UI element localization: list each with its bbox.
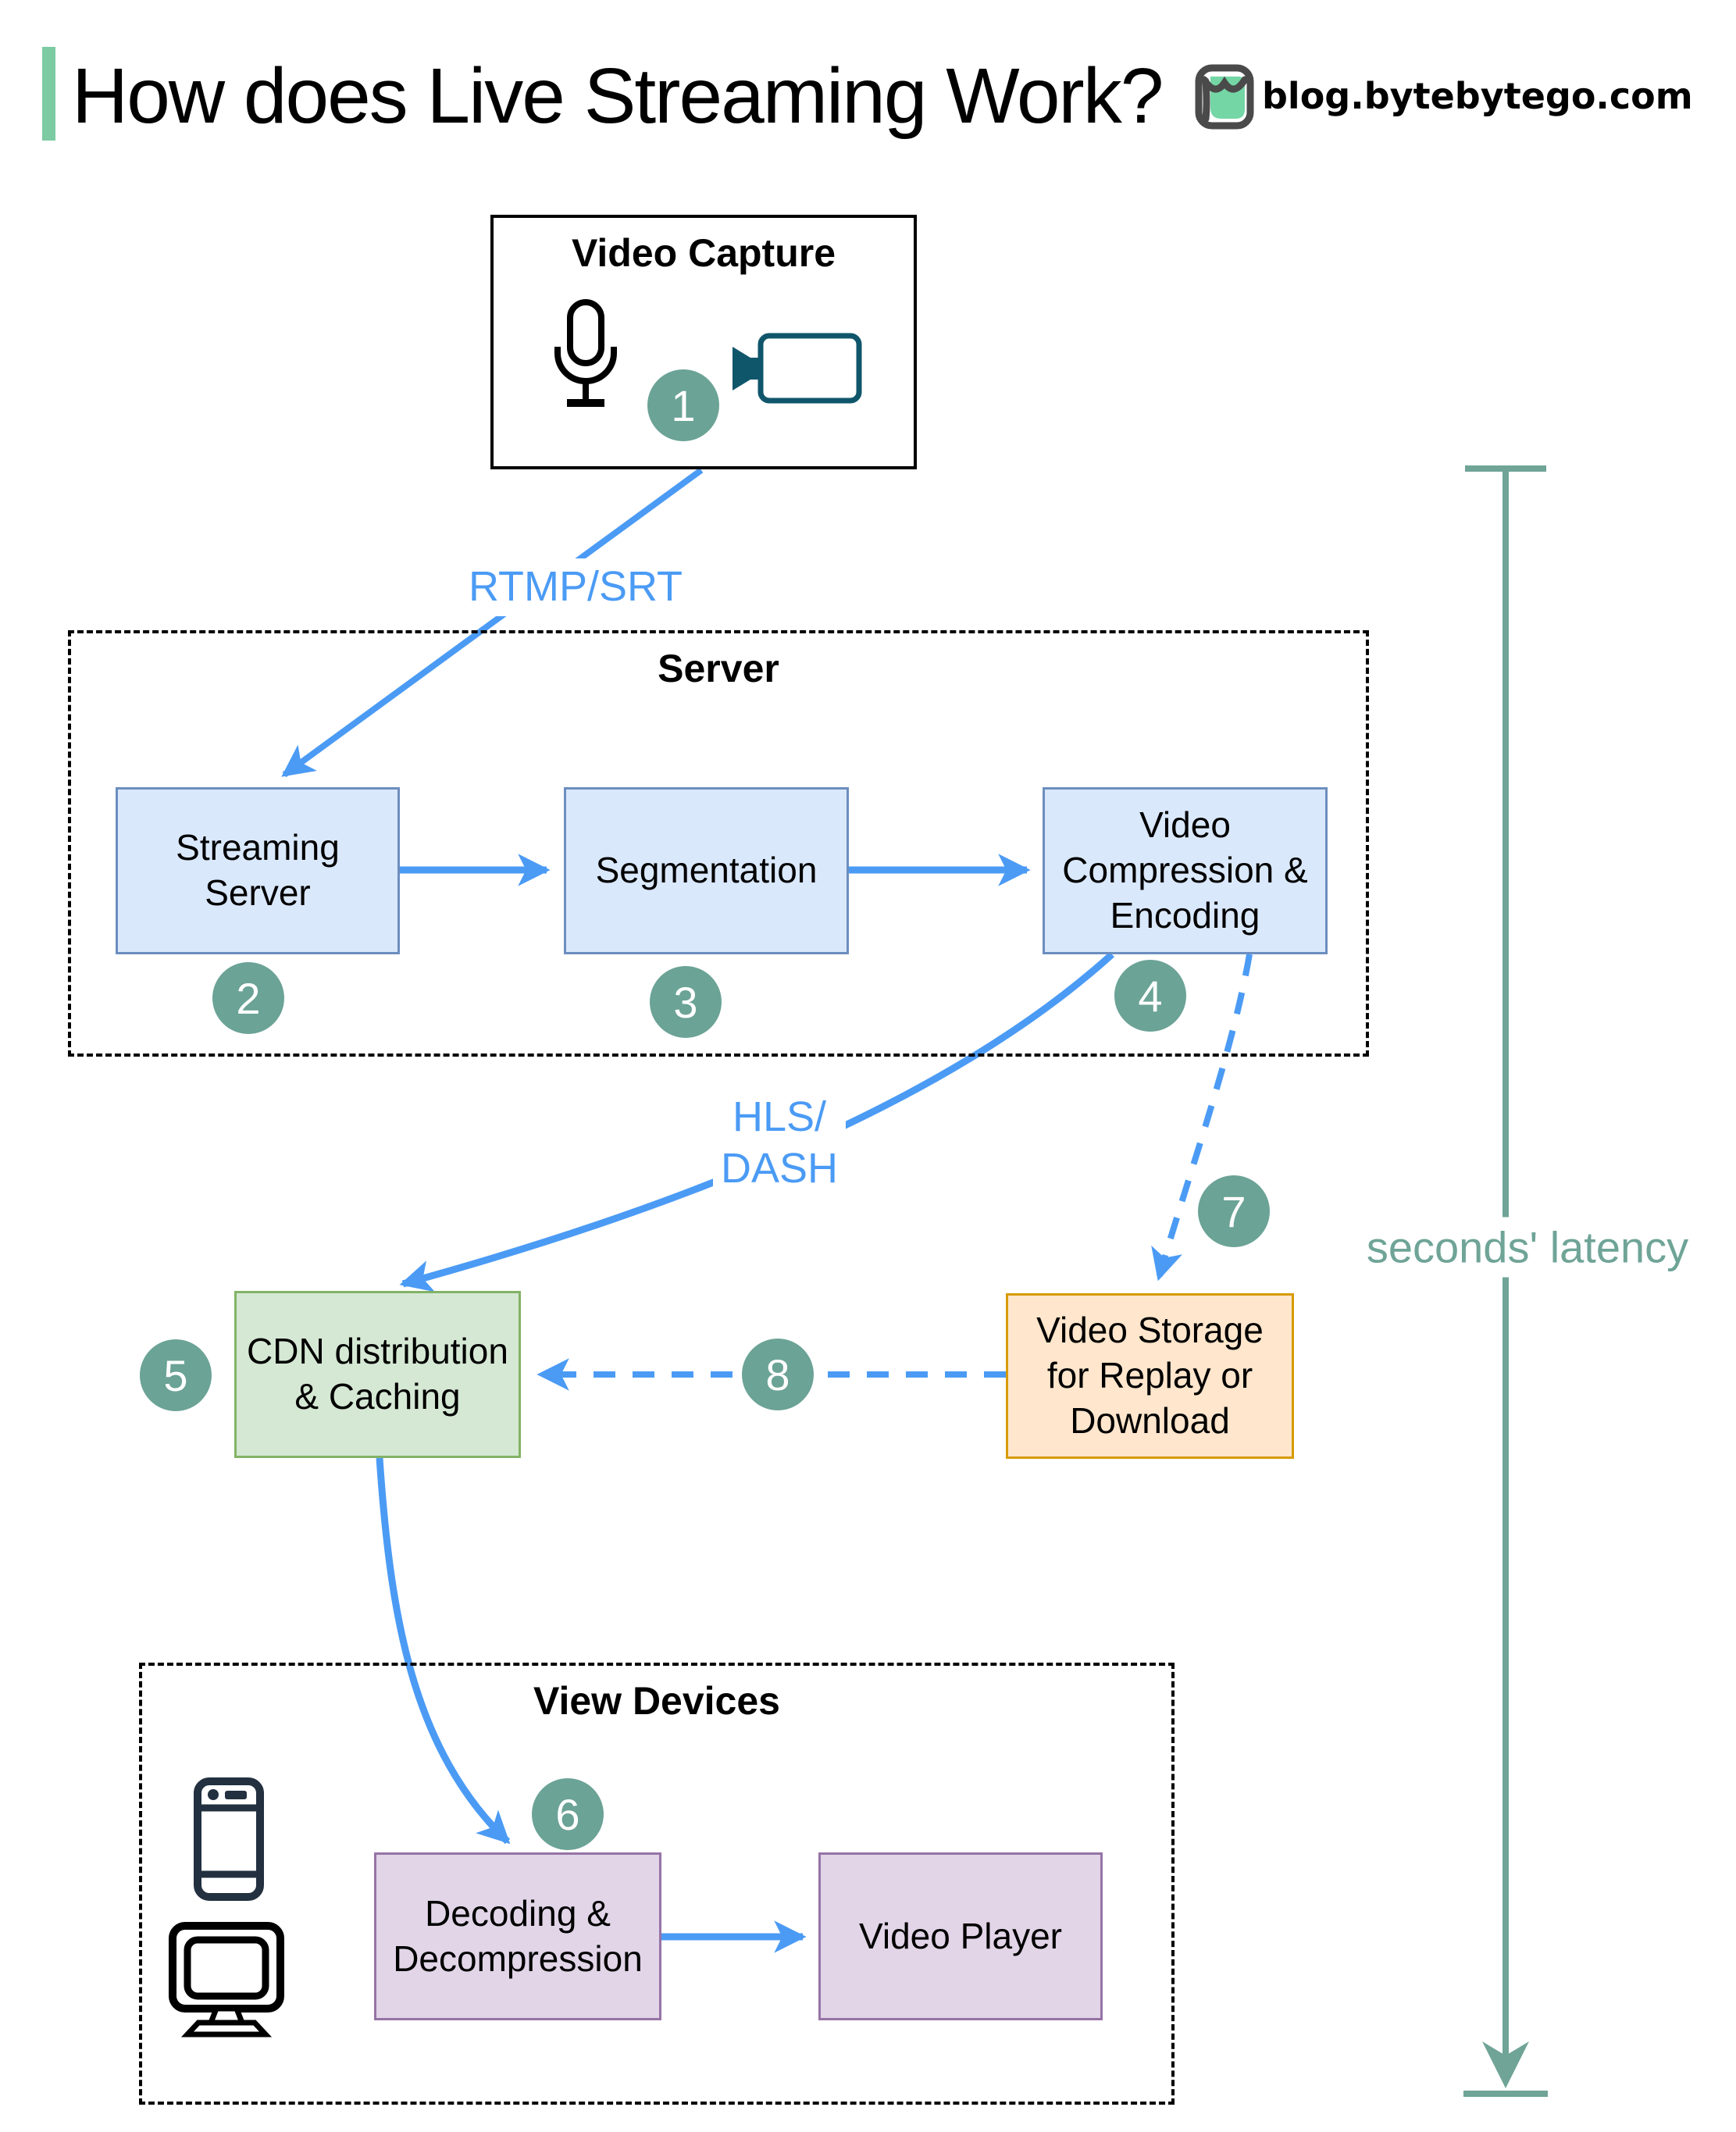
video-storage-line2: for Replay or bbox=[1046, 1355, 1253, 1396]
video-player-label: Video Player bbox=[859, 1915, 1062, 1956]
video-compression-node: Video Compression & Encoding bbox=[1043, 787, 1328, 954]
video-compression-line2: Compression & bbox=[1062, 850, 1308, 891]
latency-arrowhead bbox=[1482, 2041, 1529, 2088]
video-capture-title: Video Capture bbox=[571, 231, 836, 275]
decoding-line2: Decompression bbox=[393, 1938, 643, 1979]
video-storage-line3: Download bbox=[1070, 1399, 1230, 1441]
video-player-node: Video Player bbox=[818, 1852, 1103, 2020]
server-group-title: Server bbox=[658, 647, 779, 690]
segmentation-label: Segmentation bbox=[595, 850, 818, 891]
step-badge-4: 4 bbox=[1114, 960, 1186, 1032]
edge-cdn-to-decoding bbox=[376, 1457, 511, 1845]
edge-rtmp-srt bbox=[281, 467, 704, 778]
cdn-line1: CDN distribution bbox=[247, 1331, 508, 1372]
step-badge-6: 6 bbox=[532, 1778, 604, 1850]
server-group-box: Server bbox=[68, 630, 1369, 1057]
streaming-server-line2: Server bbox=[205, 872, 311, 913]
video-storage-line1: Video Storage bbox=[1036, 1310, 1264, 1351]
step-badge-1: 1 bbox=[647, 369, 719, 441]
video-storage-node: Video Storage for Replay or Download bbox=[1006, 1293, 1294, 1459]
step-badge-8: 8 bbox=[742, 1339, 814, 1410]
edge-compression-to-storage bbox=[1151, 954, 1253, 1282]
cdn-node: CDN distribution & Caching bbox=[234, 1291, 521, 1458]
decoding-line1: Decoding & bbox=[425, 1892, 611, 1934]
hls-dash-line1: HLS/ bbox=[732, 1093, 827, 1141]
hls-dash-label: HLS/ DASH bbox=[712, 1089, 847, 1198]
video-camera-icon bbox=[733, 333, 862, 404]
microphone-icon bbox=[554, 299, 617, 407]
view-devices-group-box: View Devices bbox=[139, 1663, 1175, 2105]
site-url: blog.bytebytego.com bbox=[1262, 75, 1693, 117]
step-badge-2: 2 bbox=[212, 962, 284, 1034]
video-compression-line3: Encoding bbox=[1110, 894, 1260, 936]
latency-label: seconds' latency bbox=[1355, 1217, 1700, 1278]
bytebytego-logo-icon bbox=[1195, 64, 1254, 130]
video-compression-line1: Video bbox=[1139, 804, 1231, 846]
page-title: How does Live Streaming Work? bbox=[72, 52, 1164, 140]
step-badge-5: 5 bbox=[140, 1339, 212, 1411]
rtmp-srt-label: RTMP/SRT bbox=[460, 558, 691, 616]
step-badge-3: 3 bbox=[650, 966, 722, 1038]
streaming-server-node: Streaming Server bbox=[116, 787, 400, 954]
step-badge-7: 7 bbox=[1198, 1175, 1270, 1247]
hls-dash-line2: DASH bbox=[720, 1145, 839, 1192]
monitor-icon bbox=[169, 1922, 284, 2038]
streaming-server-line1: Streaming bbox=[176, 827, 340, 868]
view-devices-group-title: View Devices bbox=[533, 1679, 780, 1723]
cdn-line2: & Caching bbox=[294, 1376, 461, 1417]
decoding-node: Decoding & Decompression bbox=[374, 1852, 661, 2020]
segmentation-node: Segmentation bbox=[564, 787, 849, 954]
title-accent-bar bbox=[42, 47, 55, 141]
smartphone-icon bbox=[194, 1777, 264, 1901]
